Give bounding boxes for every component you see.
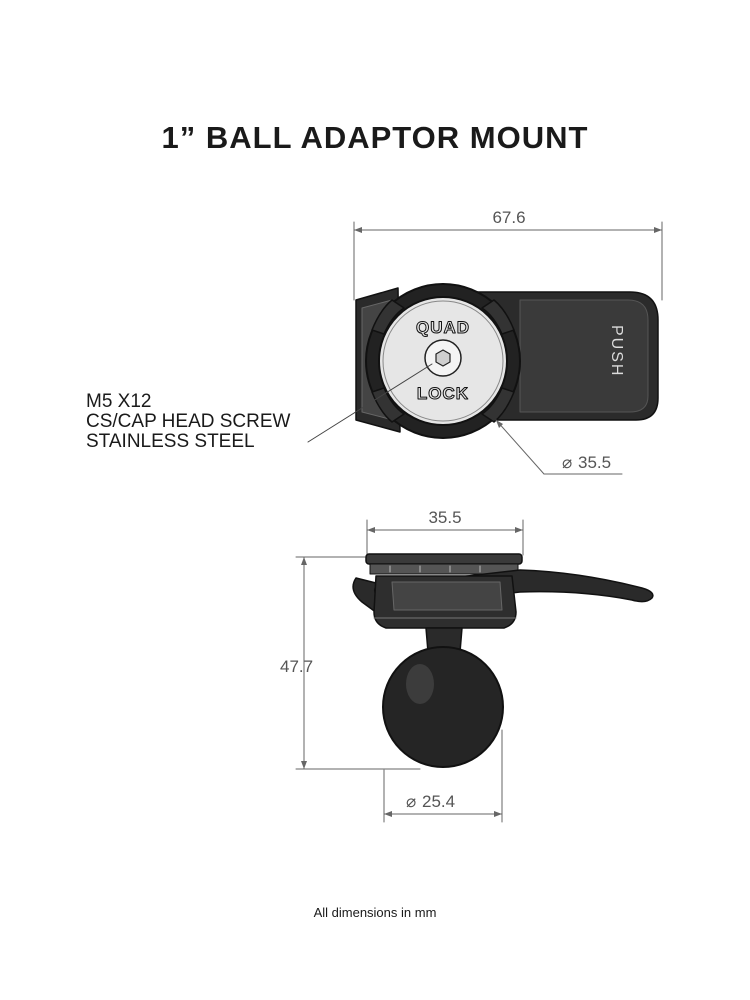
dimension-ball-diameter-label: 25.4 — [422, 792, 455, 811]
screw-callout-line-1: M5 X12 — [86, 391, 152, 412]
top-view: 67.6 PUSH QUAD LOCK ⌀ 35.5 — [307, 208, 663, 475]
dimension-top-diameter — [495, 419, 623, 475]
dimension-ball-diameter-symbol: ⌀ — [406, 792, 416, 811]
dimension-top-width — [353, 221, 663, 301]
logo-text-bottom: LOCK — [417, 384, 469, 403]
dimension-ball-diameter — [383, 729, 503, 823]
screw-callout-line-3: STAINLESS STEEL — [86, 431, 255, 452]
screw-callout-leader — [307, 363, 433, 443]
dimension-top-width-label: 67.6 — [492, 208, 525, 227]
page-title: 1” BALL ADAPTOR MOUNT — [161, 120, 589, 155]
screw-callout: M5 X12 CS/CAP HEAD SCREW STAINLESS STEEL — [86, 392, 290, 452]
screw-callout-line-2: CS/CAP HEAD SCREW — [86, 411, 291, 432]
top-plate — [365, 553, 523, 565]
ball — [382, 646, 504, 768]
push-label: PUSH — [608, 325, 625, 377]
dimension-side-width — [366, 519, 524, 556]
dimension-side-height-label: 47.7 — [280, 657, 313, 676]
dimension-top-diameter-symbol: ⌀ — [562, 453, 572, 472]
dimension-side-height — [295, 556, 421, 770]
side-view: 35.5 47.7 — [280, 508, 654, 823]
dimension-top-diameter-label: 35.5 — [578, 453, 611, 472]
logo-text-top: QUAD — [416, 318, 470, 337]
dimension-side-width-label: 35.5 — [428, 508, 461, 527]
footer-note: All dimensions in mm — [313, 905, 437, 920]
